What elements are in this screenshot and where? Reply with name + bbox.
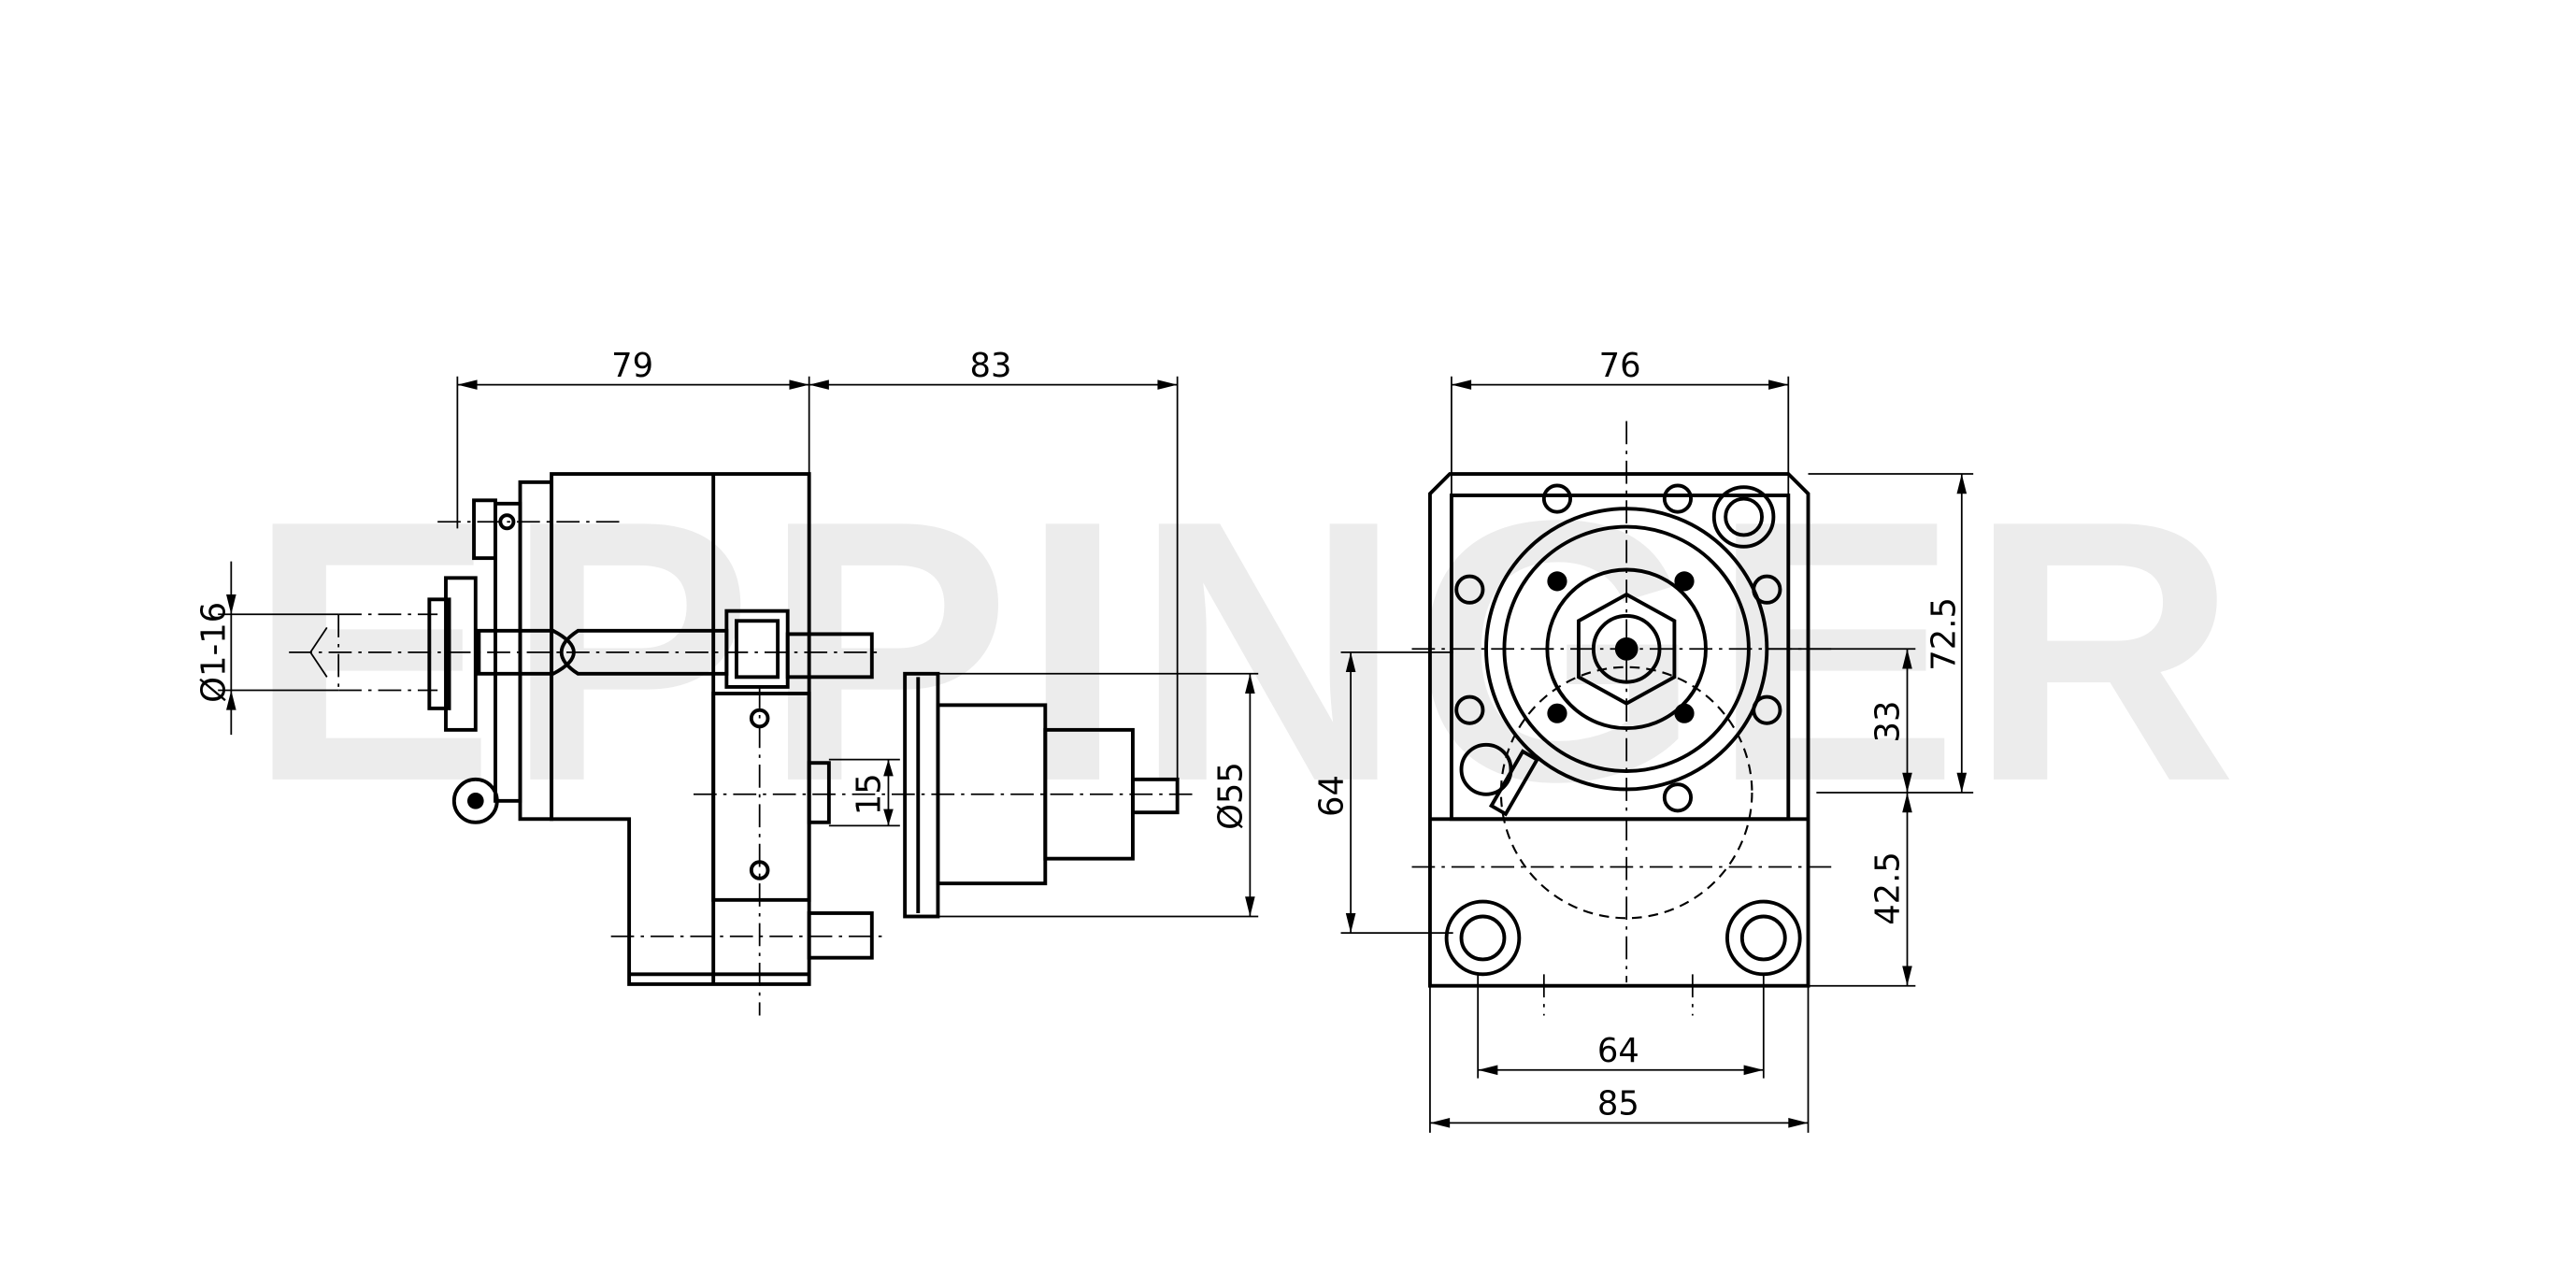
bolt-left: [1444, 899, 1522, 977]
collet-nut-front: [427, 597, 451, 710]
coolant-plug: [1488, 749, 1540, 817]
drill-tip: [309, 626, 328, 678]
shank: [477, 628, 576, 676]
screw-holes: [1454, 483, 1782, 813]
dimension-64-horizontal: 64: [1477, 974, 1765, 1079]
collet-bore: [337, 613, 438, 692]
dim-label: 42.5: [1869, 852, 1908, 925]
dim-label: 64: [1312, 775, 1351, 817]
dim-label: 85: [1597, 1085, 1639, 1123]
mount-face: [1449, 494, 1791, 822]
coolant-fitting-center: [466, 793, 484, 809]
plate-tab: [472, 498, 497, 561]
bolt-right-head: [1739, 914, 1787, 962]
spindle-pin: [1130, 777, 1180, 815]
front-view: 76 72.5 33 42.5 64 64: [1312, 347, 1974, 1133]
dimension-85: 85: [1429, 985, 1810, 1133]
dimension-15: 15: [828, 758, 900, 827]
dim-label: Ø55: [1212, 762, 1251, 830]
dim-label: 79: [611, 347, 653, 385]
dimension-72-5: 72.5: [1808, 473, 1974, 794]
dimension-76: 76: [1451, 347, 1790, 495]
dim-label: 72.5: [1925, 597, 1964, 671]
dim-label: Ø1-16: [194, 602, 233, 703]
dim-label: 76: [1599, 347, 1641, 385]
coolant-fitting: [451, 777, 499, 824]
dimension-79: 79: [456, 347, 810, 529]
dimension-83: 83: [809, 347, 1179, 793]
dimension-42-5: 42.5: [1808, 793, 1916, 987]
pin-upper: [785, 632, 874, 680]
dimension-64-vertical: 64: [1312, 651, 1453, 935]
watermark: EPPINGER: [248, 444, 2247, 859]
locating-hole-inner: [1724, 496, 1764, 537]
collet-nut: [444, 576, 478, 732]
bolt-left-head: [1459, 914, 1507, 962]
locating-hole: [1711, 485, 1776, 549]
side-view: 79 83 Ø1-16 Ø55 15: [194, 347, 1259, 1016]
dim-label: 33: [1869, 701, 1908, 743]
dim-label: 64: [1597, 1032, 1639, 1070]
key-block-inner: [734, 619, 780, 680]
dim-label: 15: [851, 773, 889, 815]
dimension-33: 33: [1767, 648, 1916, 793]
dimension-output-diameter: Ø55: [937, 672, 1259, 918]
slot: [807, 761, 831, 824]
bolt-right: [1724, 899, 1802, 977]
dim-label: 83: [970, 347, 1012, 385]
dimension-collet-range: Ø1-16: [194, 561, 339, 736]
drive-shaft: [559, 628, 729, 676]
hidden-gear: [1499, 665, 1753, 920]
